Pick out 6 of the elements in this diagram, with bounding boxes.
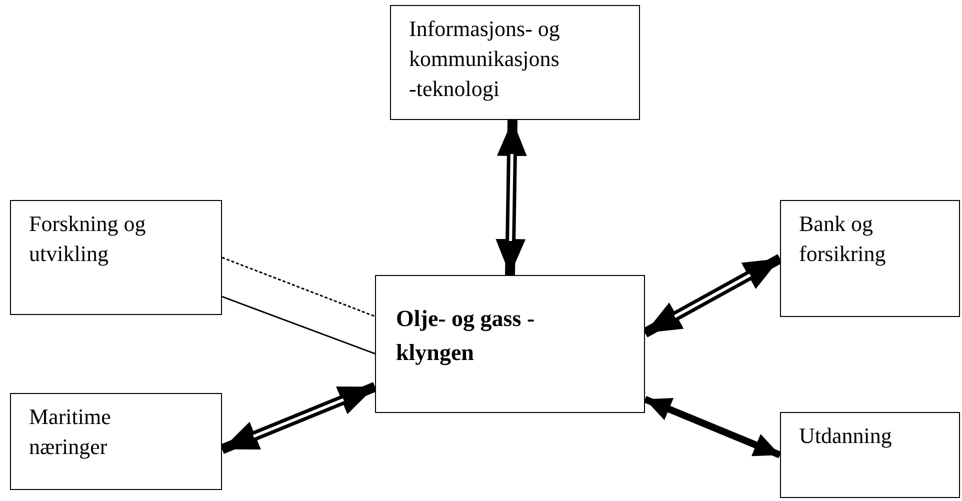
text-box: Maritime næringer <box>10 393 222 490</box>
text-box: Bank og forsikring <box>780 200 960 317</box>
text-box: Utdanning <box>780 412 960 498</box>
text-box: Olje- og gass - klyngen <box>375 275 645 413</box>
text-box: Forskning og utvikling <box>10 200 222 315</box>
text-box: Informasjons- og kommunikasjons -teknologi <box>390 5 640 120</box>
